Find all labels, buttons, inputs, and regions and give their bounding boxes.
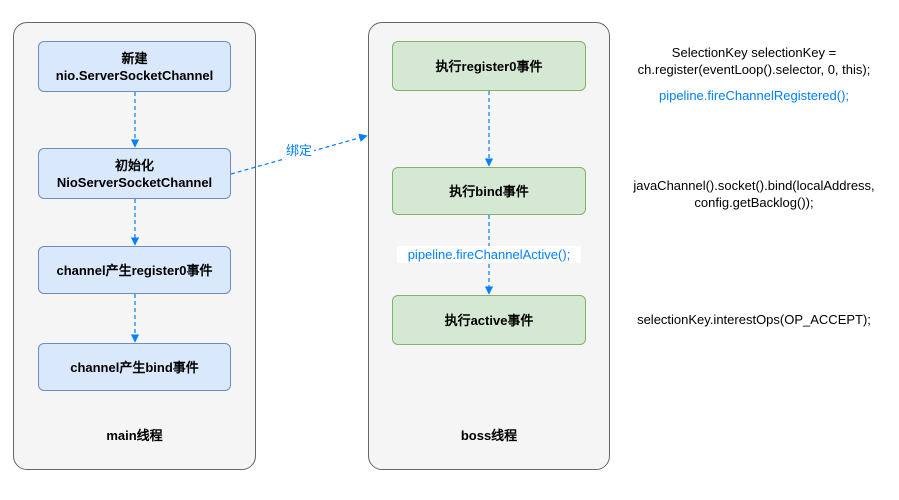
step-label-line2: nio.ServerSocketChannel — [55, 67, 214, 83]
init-server-socket-channel-step[interactable]: 初始化 NioServerSocketChannel — [38, 148, 231, 199]
step-label: channel产生register0事件 — [56, 262, 213, 278]
create-server-socket-channel-step[interactable]: 新建 nio.ServerSocketChannel — [38, 41, 231, 92]
main-lane-title: main线程 — [106, 428, 163, 443]
fire-channel-active-note: pipeline.fireChannelActive(); — [397, 246, 581, 263]
exec-register0-event-step[interactable]: 执行register0事件 — [392, 41, 586, 91]
step-label: 执行bind事件 — [449, 183, 529, 199]
step-label-line1: 初始化 — [114, 157, 154, 173]
bind-code-line2: config.getBacklog()); — [694, 195, 814, 210]
step-label: 执行register0事件 — [435, 58, 543, 74]
register-code-line1: SelectionKey selectionKey = — [671, 45, 837, 60]
exec-bind-event-step[interactable]: 执行bind事件 — [392, 167, 586, 215]
step-label-line1: 新建 — [121, 50, 148, 66]
interest-ops-note: selectionKey.interestOps(OP_ACCEPT); — [637, 312, 871, 327]
register-code-note: SelectionKey selectionKey = ch.register(… — [612, 44, 896, 78]
step-label: 执行active事件 — [444, 312, 534, 328]
step-label: channel产生bind事件 — [70, 359, 199, 375]
bind-code-note: javaChannel().socket().bind(localAddress… — [612, 177, 896, 211]
bind-edge-label: 绑定 — [284, 142, 315, 159]
step-label-line2: NioServerSocketChannel — [56, 174, 213, 190]
fire-channel-registered-note: pipeline.fireChannelRegistered(); — [658, 88, 850, 103]
boss-lane-title: boss线程 — [460, 428, 518, 443]
exec-active-event-step[interactable]: 执行active事件 — [392, 295, 586, 345]
bind-code-line1: javaChannel().socket().bind(localAddress… — [633, 178, 875, 193]
channel-bind-event-step[interactable]: channel产生bind事件 — [38, 343, 231, 391]
register-code-line2: ch.register(eventLoop().selector, 0, thi… — [637, 62, 871, 77]
channel-register0-event-step[interactable]: channel产生register0事件 — [38, 246, 231, 294]
